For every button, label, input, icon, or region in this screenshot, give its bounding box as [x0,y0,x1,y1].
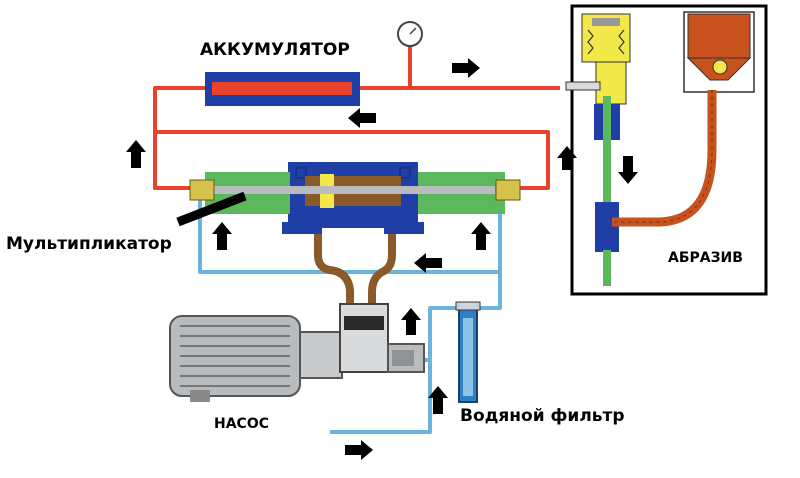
pump-label: НАСОС [214,416,270,432]
cutting-head [565,13,631,286]
pressure-gauge-icon [397,21,423,47]
multiplier-label: Мультипликатор [6,234,172,254]
arrow-up-icon [126,140,146,168]
arrow-right-icon [345,440,373,460]
arrow-left-icon [414,253,442,273]
accumulator-label: АККУМУЛЯТОР [200,40,350,60]
arrow-up-icon [557,146,577,170]
arrow-up-icon [401,308,421,335]
arrow-up-icon [212,222,232,250]
oil-lines [314,226,396,310]
arrow-right-icon [452,58,480,78]
arrow-down-icon [618,156,638,184]
water-filter-icon [455,301,481,403]
arrow-up-icon [471,222,491,250]
pump-motor [169,303,425,402]
arrow-left-icon [348,108,376,128]
accumulator [205,72,360,106]
abrasive-label: АБРАЗИВ [668,250,743,266]
multiplier [189,162,521,234]
high-pressure-lines [153,45,560,190]
abrasive-hopper [683,11,755,93]
arrow-up-icon [428,386,448,414]
multiplier-pointer [176,191,247,227]
flow-arrows [126,58,638,460]
water-filter-label: Водяной фильтр [460,406,625,426]
